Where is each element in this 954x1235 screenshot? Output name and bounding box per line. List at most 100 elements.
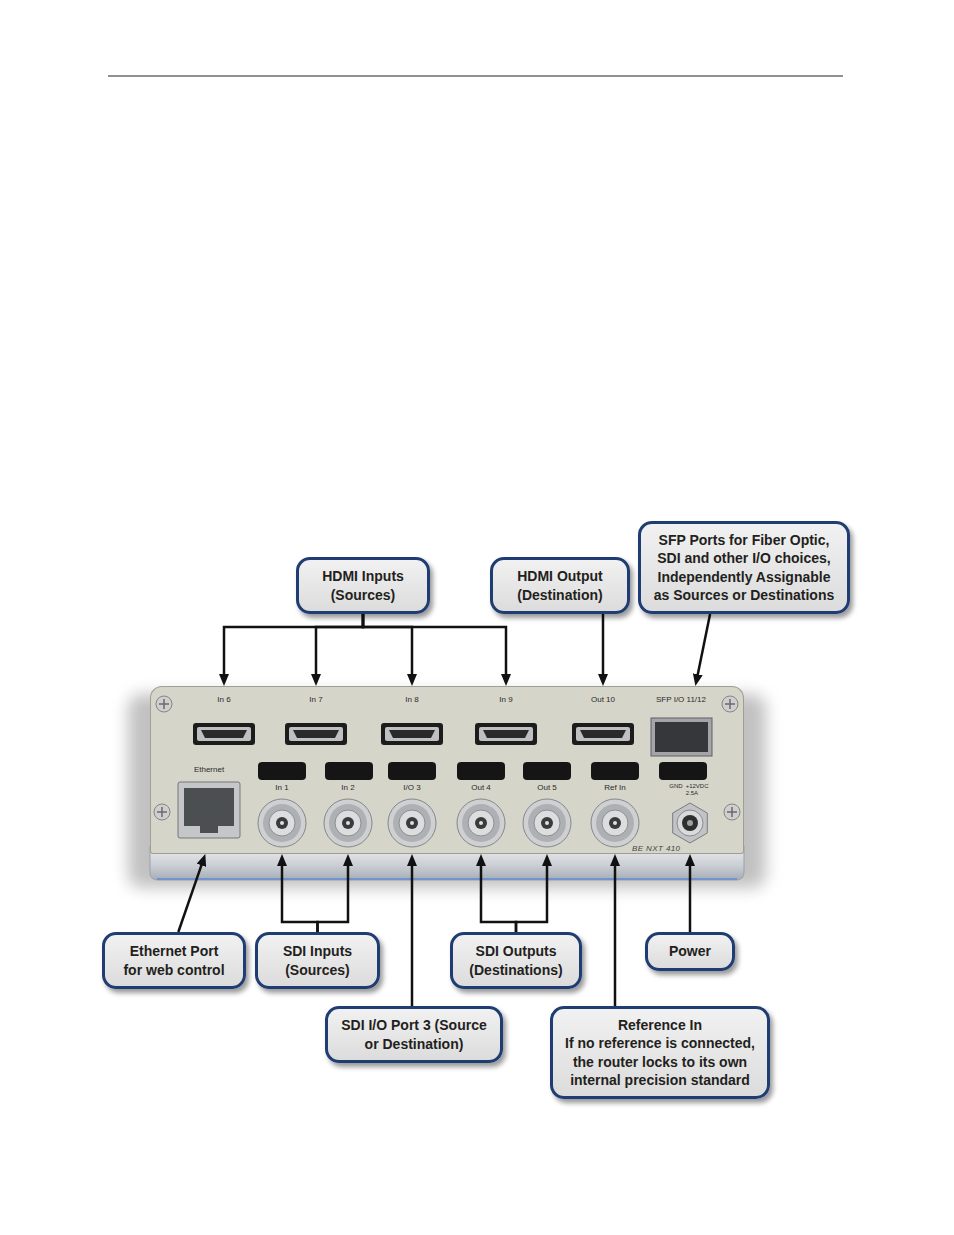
header-rule (108, 76, 843, 77)
port-label: In 9 (470, 695, 542, 705)
hdmi-receptacle (385, 727, 439, 741)
bnc-barrel (399, 810, 425, 836)
arrow-connector (363, 614, 412, 679)
arrow-connector (282, 861, 318, 932)
port-label: In 6 (188, 695, 260, 705)
hdmi-shell (193, 723, 255, 745)
bnc-barrel (269, 810, 295, 836)
bnc-barrel (335, 810, 361, 836)
hdmi-receptacle (197, 727, 251, 741)
bnc-port: Out 5 (519, 781, 575, 854)
arrow-connector (411, 861, 414, 1006)
ethernet-port: Ethernet (172, 764, 246, 854)
bnc-pin (613, 821, 617, 825)
rj45-opening (184, 788, 234, 826)
hdmi-receptacle (289, 727, 343, 741)
callout-text: Power (656, 942, 724, 960)
arrow-connector (516, 861, 547, 932)
port-label: In 2 (320, 783, 376, 793)
bnc-insulator (475, 817, 487, 829)
bnc-barrel (602, 810, 628, 836)
hdmi-tongue (389, 730, 435, 738)
arrow-connector (224, 614, 363, 679)
bnc-port: Out 4 (453, 781, 509, 854)
arrow-connector (689, 861, 692, 932)
arrow-connector (178, 861, 203, 932)
bnc-flange (388, 799, 436, 847)
bnc-port: In 2 (320, 781, 376, 854)
bnc-ring (329, 804, 367, 842)
port-label: Out 10 (567, 695, 639, 705)
bnc-flange (457, 799, 505, 847)
port-label: I/O 3 (384, 783, 440, 793)
sfp-port: SFP I/O 11/12 (645, 686, 717, 758)
arrow-connector (363, 614, 506, 679)
hdmi-shell (381, 723, 443, 745)
bnc-ring (596, 804, 634, 842)
hdmi-port: In 6 (188, 686, 260, 752)
bnc-pin (346, 821, 350, 825)
label-strip (457, 762, 505, 780)
bnc-ring (462, 804, 500, 842)
hdmi-shell (572, 723, 634, 745)
bnc-barrel (468, 810, 494, 836)
arrow-connector (602, 614, 605, 679)
bnc-flange (324, 799, 372, 847)
screw-slot (731, 807, 733, 817)
hdmi-port: In 7 (280, 686, 352, 752)
arrow-connector (316, 614, 363, 679)
power-socket (682, 815, 698, 831)
hdmi-tongue (201, 730, 247, 738)
screw-slot (161, 807, 163, 817)
callout-box: SDI Inputs (Sources) (255, 932, 380, 989)
port-label: Out 4 (453, 783, 509, 793)
bnc-ring (393, 804, 431, 842)
screw (724, 804, 740, 820)
hdmi-port: In 8 (376, 686, 448, 752)
port-label: In 7 (280, 695, 352, 705)
bnc-port: Ref In (587, 781, 643, 854)
bnc-pin (479, 821, 483, 825)
rim-edge (157, 878, 737, 880)
port-label: Ethernet (172, 765, 246, 775)
bnc-insulator (541, 817, 553, 829)
label-strip (325, 762, 373, 780)
bnc-insulator (342, 817, 354, 829)
screw-slot (729, 699, 731, 709)
hdmi-receptacle (576, 727, 630, 741)
label-strip (591, 762, 639, 780)
callout-text: HDMI Output (Destination) (503, 567, 617, 603)
bnc-pin (545, 821, 549, 825)
bnc-flange (523, 799, 571, 847)
screw (156, 696, 172, 712)
port-label: Out 5 (519, 783, 575, 793)
rj45-latch (200, 826, 218, 833)
hdmi-tongue (293, 730, 339, 738)
power-jack: GND +12VDC 2.5A (664, 781, 716, 854)
hdmi-port: In 9 (470, 686, 542, 752)
callout-box: SDI Outputs (Destinations) (450, 932, 582, 989)
callout-box: SFP Ports for Fiber Optic, SDI and other… (638, 521, 850, 614)
callout-text: Ethernet Port for web control (120, 942, 229, 978)
callout-text: HDMI Inputs (Sources) (311, 567, 415, 603)
sfp-opening (655, 722, 708, 752)
callout-box: SDI I/O Port 3 (Source or Destination) (325, 1006, 503, 1063)
bnc-pin (410, 821, 414, 825)
screw-slot (163, 699, 165, 709)
screw (154, 804, 170, 820)
hdmi-tongue (580, 730, 626, 738)
bnc-flange (258, 799, 306, 847)
power-rating: GND (669, 783, 682, 790)
hdmi-shell (475, 723, 537, 745)
hdmi-receptacle (479, 727, 533, 741)
label-strip (388, 762, 436, 780)
power-rating: +12VDC 2.5A (686, 783, 711, 796)
arrow-connector (318, 861, 349, 932)
port-label: Ref In (587, 783, 643, 793)
port-label: In 8 (376, 695, 448, 705)
rj45-shield (178, 782, 240, 838)
bnc-insulator (406, 817, 418, 829)
rear-panel: BE NXT 410In 6In 7In 8In 9Out 10SFP I/O … (150, 686, 744, 854)
screw (722, 696, 738, 712)
